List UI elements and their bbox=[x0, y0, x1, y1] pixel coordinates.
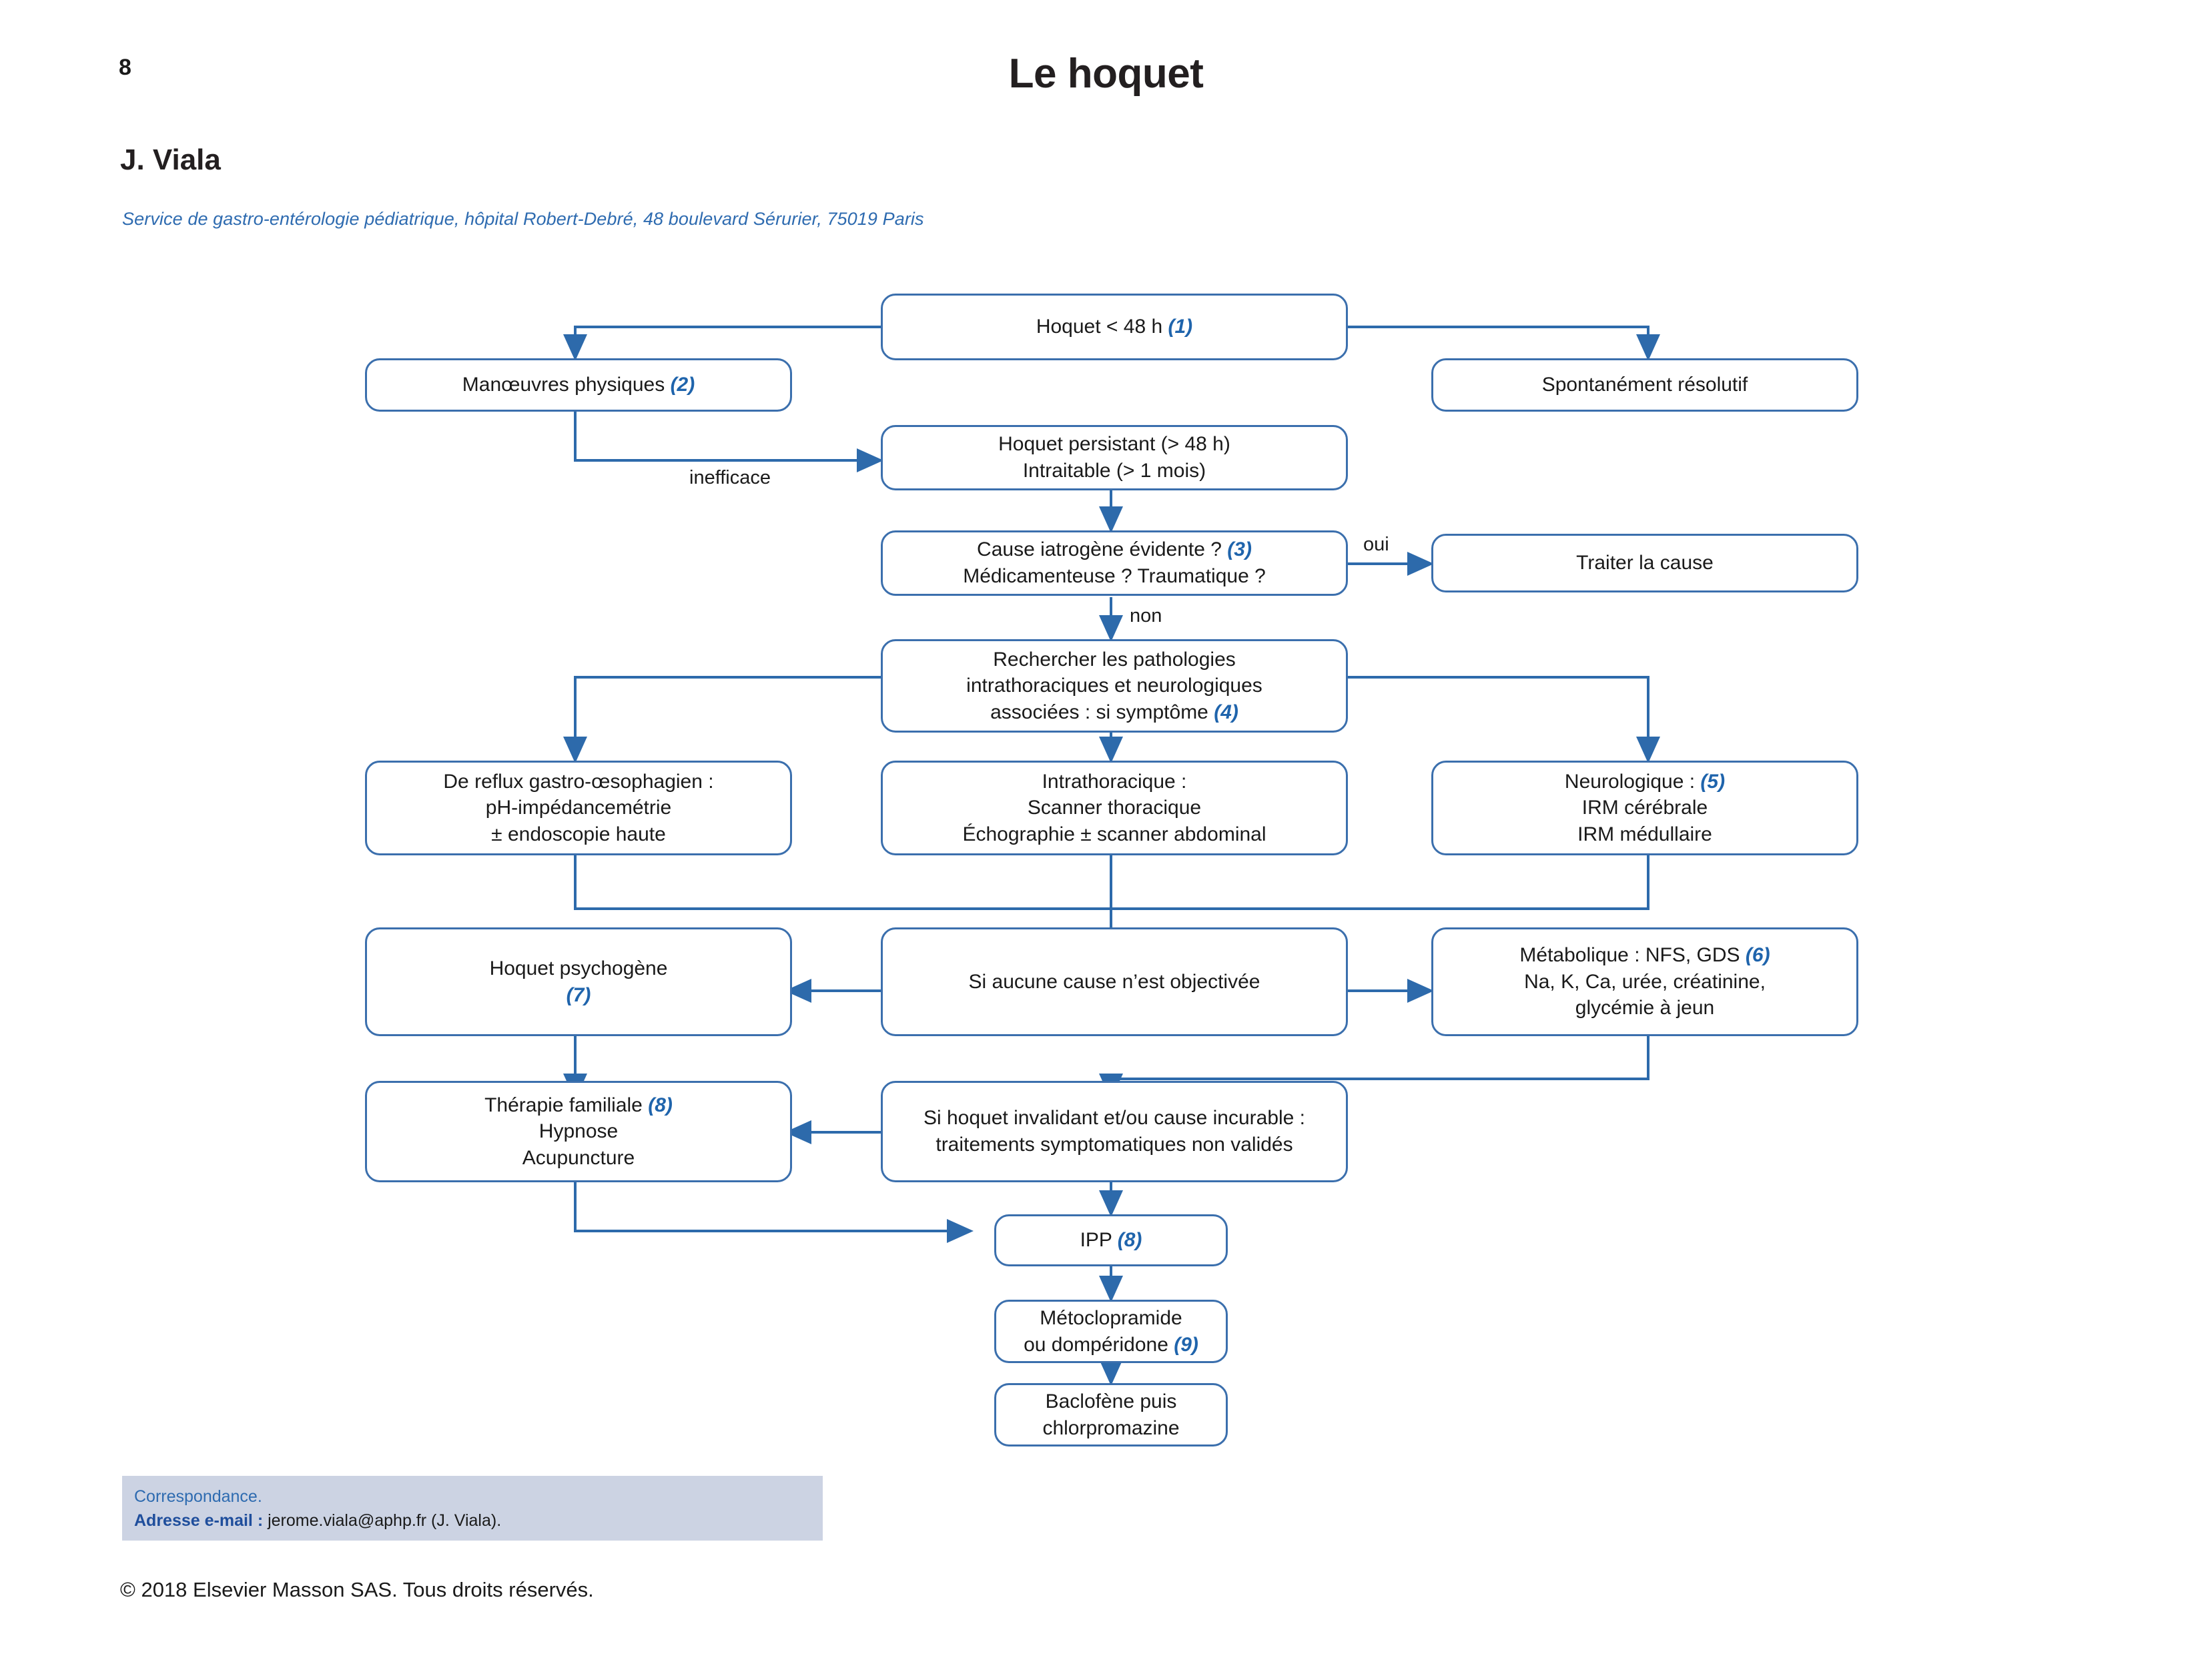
reference-number: (8) bbox=[1117, 1229, 1142, 1252]
node-text-line2: traitements symptomatiques non validés bbox=[936, 1134, 1293, 1156]
node-text-line1: Métabolique : NFS, GDS bbox=[1519, 944, 1746, 967]
edge-label-inefficace: inefficace bbox=[689, 467, 771, 488]
node-text-line1: Hoquet persistant (> 48 h) bbox=[998, 433, 1230, 456]
node-text-line2: Intraitable (> 1 mois) bbox=[1022, 460, 1206, 482]
node-hoquet-moins-48h[interactable]: Hoquet < 48 h (1) bbox=[881, 294, 1348, 360]
node-text-line1: Hoquet psychogène bbox=[489, 957, 668, 979]
node-hoquet-psychogene[interactable]: Hoquet psychogène (7) bbox=[365, 927, 792, 1036]
node-text: Traiter la cause bbox=[1576, 552, 1714, 574]
node-manoeuvres-physiques[interactable]: Manœuvres physiques (2) bbox=[365, 358, 792, 412]
email-value[interactable]: jerome.viala@aphp.fr (J. Viala). bbox=[263, 1511, 502, 1530]
node-neurologique[interactable]: Neurologique : (5) IRM cérébrale IRM méd… bbox=[1431, 761, 1858, 855]
node-text-line3: ± endoscopie haute bbox=[491, 823, 666, 845]
copyright-notice: © 2018 Elsevier Masson SAS. Tous droits … bbox=[120, 1578, 594, 1601]
author-affiliation: Service de gastro-entérologie pédiatriqu… bbox=[122, 209, 924, 229]
node-therapie-familiale[interactable]: Thérapie familiale (8) Hypnose Acupunctu… bbox=[365, 1081, 792, 1182]
node-text-line1: Neurologique : bbox=[1564, 770, 1701, 793]
node-text-line2: Hypnose bbox=[538, 1120, 619, 1143]
node-baclofene-chlorpromazine[interactable]: Baclofène puis chlorpromazine bbox=[994, 1383, 1228, 1446]
node-text-line2: Médicamenteuse ? Traumatique ? bbox=[963, 565, 1266, 587]
node-intrathoracique[interactable]: Intrathoracique : Scanner thoracique Éch… bbox=[881, 761, 1348, 855]
node-hoquet-invalidant[interactable]: Si hoquet invalidant et/ou cause incurab… bbox=[881, 1081, 1348, 1182]
node-text-line2: IRM cérébrale bbox=[1581, 797, 1708, 819]
node-text-line3: Échographie ± scanner abdominal bbox=[962, 823, 1266, 845]
page-title: Le hoquet bbox=[1008, 51, 1204, 97]
node-metabolique[interactable]: Métabolique : NFS, GDS (6) Na, K, Ca, ur… bbox=[1431, 927, 1858, 1036]
node-text-line2: Na, K, Ca, urée, créatinine, bbox=[1524, 970, 1766, 993]
reference-number: (3) bbox=[1227, 538, 1252, 561]
node-text-line1: Si hoquet invalidant et/ou cause incurab… bbox=[923, 1107, 1306, 1130]
reference-number: (4) bbox=[1214, 701, 1238, 723]
page-number: 8 bbox=[119, 55, 132, 80]
node-traiter-la-cause[interactable]: Traiter la cause bbox=[1431, 534, 1858, 592]
node-cause-iatrogene[interactable]: Cause iatrogène évidente ? (3) Médicamen… bbox=[881, 530, 1348, 596]
node-reflux-gastro-oesophagien[interactable]: De reflux gastro-œsophagien : pH-impédan… bbox=[365, 761, 792, 855]
email-label: Adresse e-mail : bbox=[134, 1511, 264, 1530]
edge-label-non: non bbox=[1130, 605, 1162, 627]
node-aucune-cause-objectivee[interactable]: Si aucune cause n’est objectivée bbox=[881, 927, 1348, 1036]
node-rechercher-pathologies[interactable]: Rechercher les pathologies intrathoraciq… bbox=[881, 639, 1348, 733]
node-text-line2: intrathoraciques et neurologiques bbox=[966, 675, 1262, 697]
reference-number: (5) bbox=[1700, 770, 1726, 793]
node-text-line1: Intrathoracique : bbox=[1042, 770, 1187, 793]
reference-number: (9) bbox=[1174, 1333, 1198, 1356]
author-name: J. Viala bbox=[120, 143, 221, 176]
correspondence-email-line: Adresse e-mail : jerome.viala@aphp.fr (J… bbox=[134, 1509, 811, 1533]
node-text: Si aucune cause n’est objectivée bbox=[968, 970, 1260, 993]
node-text: Spontanément résolutif bbox=[1541, 374, 1748, 396]
reference-number: (2) bbox=[670, 374, 695, 396]
node-text-line1: Baclofène puis bbox=[1045, 1390, 1177, 1412]
node-text-line1: Métoclopramide bbox=[1040, 1306, 1182, 1329]
reference-number: (8) bbox=[648, 1094, 673, 1116]
node-text-line1: De reflux gastro-œsophagien : bbox=[443, 770, 714, 793]
node-hoquet-persistant[interactable]: Hoquet persistant (> 48 h) Intraitable (… bbox=[881, 425, 1348, 490]
node-text-line3: associées : si symptôme bbox=[990, 701, 1214, 723]
node-text-line2: chlorpromazine bbox=[1042, 1416, 1180, 1439]
node-text-line1: Cause iatrogène évidente ? bbox=[977, 538, 1228, 561]
reference-number: (7) bbox=[566, 983, 591, 1006]
node-spontanement-resolutif[interactable]: Spontanément résolutif bbox=[1431, 358, 1858, 412]
reference-number: (1) bbox=[1168, 316, 1193, 338]
node-text-line1: Thérapie familiale bbox=[484, 1094, 649, 1116]
node-text-line2: Scanner thoracique bbox=[1027, 797, 1202, 819]
reference-number: (6) bbox=[1745, 944, 1770, 967]
node-text-line2: ou dompéridone bbox=[1024, 1333, 1174, 1356]
node-text-line1: Rechercher les pathologies bbox=[993, 648, 1236, 671]
node-metoclopramide[interactable]: Métoclopramide ou dompéridone (9) bbox=[994, 1300, 1228, 1363]
node-text: Hoquet < 48 h bbox=[1036, 316, 1168, 338]
node-text-line3: glycémie à jeun bbox=[1575, 997, 1715, 1019]
edge-label-oui: oui bbox=[1363, 534, 1389, 555]
node-text: IPP bbox=[1080, 1229, 1118, 1252]
node-text-line2: pH-impédancemétrie bbox=[485, 797, 672, 819]
correspondence-block: Correspondance. Adresse e-mail : jerome.… bbox=[122, 1476, 823, 1541]
node-text: Manœuvres physiques bbox=[462, 374, 671, 396]
correspondence-heading: Correspondance. bbox=[134, 1487, 262, 1506]
node-text-line3: Acupuncture bbox=[522, 1146, 635, 1169]
node-text-line3: IRM médullaire bbox=[1577, 823, 1712, 845]
node-ipp[interactable]: IPP (8) bbox=[994, 1214, 1228, 1266]
